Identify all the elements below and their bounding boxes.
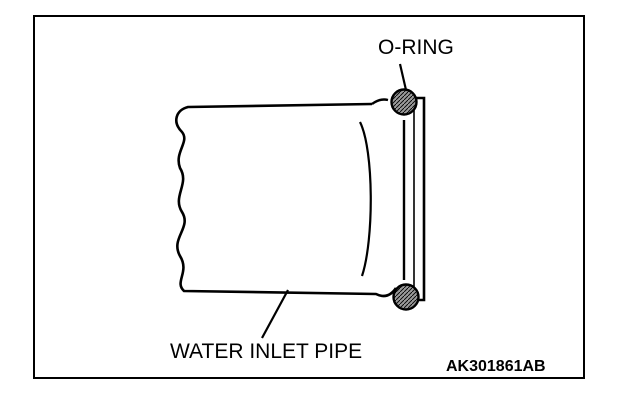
water-inlet-pipe-body	[175, 102, 398, 298]
o-ring-section-bottom	[392, 283, 420, 311]
water-inlet-pipe-label: WATER INLET PIPE	[170, 340, 363, 363]
leader-line-water-inlet-pipe	[261, 289, 289, 339]
figure-frame	[33, 15, 585, 379]
o-ring-section-top	[390, 88, 418, 116]
figure-code: AK301861AB	[446, 358, 546, 375]
leader-line-o-ring	[398, 63, 408, 91]
pipe-bead-line	[359, 121, 372, 277]
pipe-flare-top	[371, 98, 389, 105]
o-ring-label: O-RING	[378, 36, 454, 59]
pipe-end-flange	[410, 96, 426, 302]
